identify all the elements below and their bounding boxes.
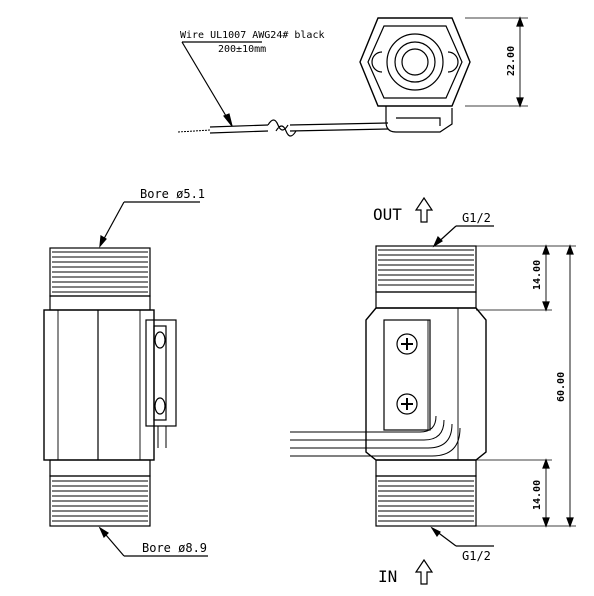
wire-segment-left <box>209 124 269 134</box>
dim-total-arrow-up <box>566 244 574 255</box>
right-front-view: OUT IN G1/2 G1/2 <box>290 196 576 586</box>
out-label: OUT <box>373 205 402 224</box>
wire-leader-arrow <box>223 113 233 127</box>
thread-bottom-arrow <box>430 526 441 538</box>
wire-spec-label: Wire UL1007 AWG24# black <box>180 30 325 41</box>
port-outer-ring <box>386 33 444 91</box>
sensor-housing-side <box>145 319 177 427</box>
out-arrow-icon <box>414 196 434 223</box>
bottom-thread-lines-front <box>378 480 474 522</box>
screw-front-bottom-cross <box>401 398 413 410</box>
dim-top-label: 14.00 <box>532 260 543 290</box>
port-mid-ring <box>394 41 436 83</box>
screw-front-bottom <box>396 393 418 415</box>
bore-top-label: Bore ø5.1 <box>140 187 205 201</box>
screw-side-bottom <box>154 397 166 415</box>
dim-bottom-label: 14.00 <box>532 480 543 510</box>
in-label: IN <box>378 567 397 586</box>
top-collar <box>49 295 151 311</box>
bottom-thread-outline <box>49 475 151 527</box>
left-side-view: Bore ø5.1 Bore ø8.9 <box>43 187 208 557</box>
sensor-tab-top <box>385 106 453 133</box>
dim-arrow-down <box>516 97 524 108</box>
port-bore <box>401 48 429 76</box>
dim-bottom-arrow-up <box>542 458 550 469</box>
dim-top-arrow-up <box>542 244 550 255</box>
hex-side-lugs <box>371 51 459 73</box>
wire-leader-line <box>181 41 233 127</box>
wire-exit-side <box>157 426 167 448</box>
bore-bottom-arrow <box>98 526 109 539</box>
dim-total-label: 60.00 <box>556 372 567 402</box>
bottom-collar <box>49 459 151 477</box>
sensor-tab-detail <box>396 117 441 126</box>
hex-body-top <box>359 17 471 107</box>
wires-front <box>290 415 461 457</box>
in-arrow-icon <box>414 558 434 585</box>
thread-bottom-label: G1/2 <box>462 549 491 563</box>
dim-arrow-up <box>516 16 524 27</box>
screw-front-top-cross <box>401 338 413 350</box>
sensor-housing-front <box>383 319 431 431</box>
wire-length-label: 200±10mm <box>218 44 266 55</box>
wire-segment-right <box>289 122 389 132</box>
hex-inner-top <box>367 25 463 99</box>
screw-side-top <box>154 331 166 349</box>
bottom-thread-outline-front <box>375 475 477 527</box>
dim-bottom-arrow-down <box>542 517 550 528</box>
bore-top-arrow <box>99 234 107 248</box>
top-thread-lines-front <box>378 249 474 286</box>
wire-break-symbol <box>267 119 297 137</box>
dim-height-label: 22.00 <box>506 46 517 76</box>
sensor-plate-side <box>153 325 167 421</box>
dim-total-arrow-down <box>566 517 574 528</box>
top-thread-lines <box>52 251 148 293</box>
top-collar-front <box>375 291 477 309</box>
wire-stripped-end <box>177 129 211 133</box>
thread-top-label: G1/2 <box>462 211 491 225</box>
bottom-thread-lines <box>52 480 148 522</box>
top-view: Wire UL1007 AWG24# black 200±10mm 22.00 <box>177 16 528 137</box>
hex-body-side <box>43 309 155 461</box>
thread-top-arrow <box>432 235 443 248</box>
bottom-collar-front <box>375 459 477 477</box>
dim-top-arrow-down <box>542 301 550 312</box>
screw-front-top <box>396 333 418 355</box>
bore-bottom-label: Bore ø8.9 <box>142 541 207 555</box>
